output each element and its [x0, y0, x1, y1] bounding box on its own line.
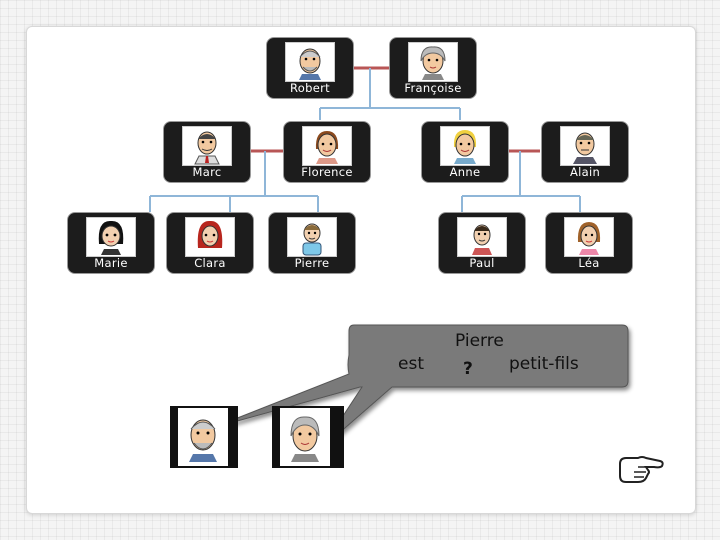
person-card-francoise[interactable]: Françoise	[389, 37, 477, 99]
boy-portrait	[287, 217, 337, 257]
question-relation: petit-fils	[509, 354, 579, 374]
man-portrait	[560, 126, 610, 166]
question-verb: est	[398, 354, 424, 374]
person-name: Pierre	[294, 256, 330, 270]
person-card-robert[interactable]: Robert	[266, 37, 354, 99]
question-subject: Pierre	[455, 331, 504, 351]
girl-portrait	[564, 217, 614, 257]
person-name: Robert	[290, 81, 330, 95]
answer-photo-old-man[interactable]	[170, 406, 238, 468]
blonde-woman-portrait	[440, 126, 490, 166]
girl-dark-hair-portrait	[86, 217, 136, 257]
person-card-florence[interactable]: Florence	[283, 121, 371, 183]
woman-portrait	[302, 126, 352, 166]
person-name: Alain	[569, 165, 601, 179]
old-woman-portrait	[408, 42, 458, 82]
person-card-clara[interactable]: Clara	[166, 212, 254, 274]
person-card-lea[interactable]: Léa	[545, 212, 633, 274]
person-name: Florence	[301, 165, 353, 179]
person-name: Françoise	[404, 81, 462, 95]
person-name: Clara	[194, 256, 226, 270]
answer-photo-old-woman[interactable]	[272, 406, 344, 468]
person-card-marie[interactable]: Marie	[67, 212, 155, 274]
person-name: Anne	[449, 165, 481, 179]
old-woman-portrait	[280, 408, 330, 466]
boy-portrait	[457, 217, 507, 257]
person-name: Paul	[469, 256, 495, 270]
person-card-paul[interactable]: Paul	[438, 212, 526, 274]
man-tie-portrait	[182, 126, 232, 166]
person-card-anne[interactable]: Anne	[421, 121, 509, 183]
person-card-pierre[interactable]: Pierre	[268, 212, 356, 274]
old-man-portrait	[285, 42, 335, 82]
person-name: Marie	[94, 256, 128, 270]
question-blank[interactable]: ?	[463, 359, 473, 379]
pointing-hand-icon[interactable]	[618, 452, 664, 484]
girl-red-hair-portrait	[185, 217, 235, 257]
person-card-alain[interactable]: Alain	[541, 121, 629, 183]
person-card-marc[interactable]: Marc	[163, 121, 251, 183]
person-name: Marc	[192, 165, 222, 179]
old-man-portrait	[178, 408, 228, 466]
person-name: Léa	[578, 256, 600, 270]
